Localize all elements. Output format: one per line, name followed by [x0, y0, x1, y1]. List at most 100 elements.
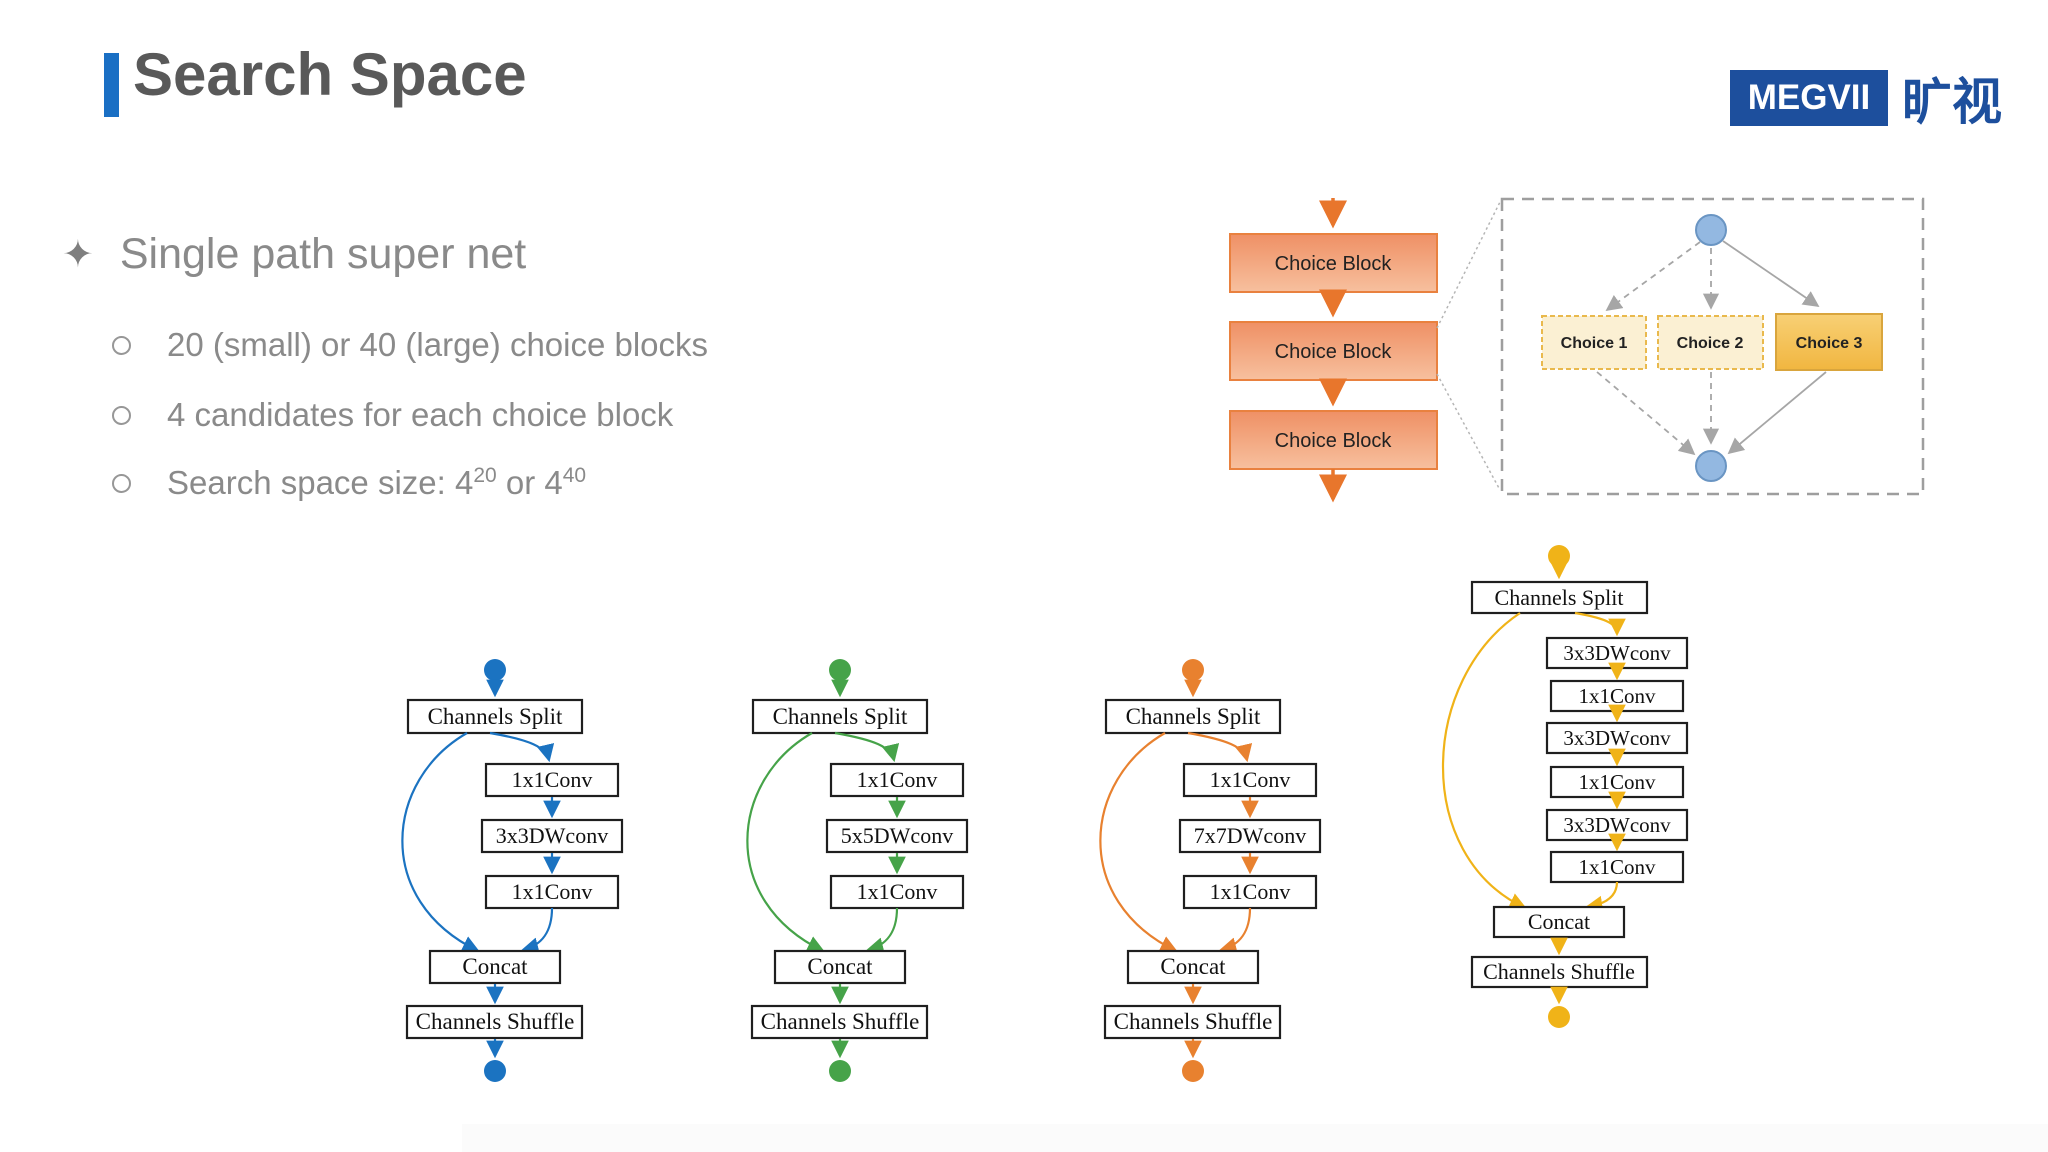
concat-box [773, 949, 907, 985]
op-label: 1x1Conv [1578, 684, 1656, 708]
channels-split-label: Channels Split [428, 704, 563, 729]
choice-3-box-selected [1775, 313, 1883, 371]
page-title: Search Space [133, 41, 527, 108]
op-label: 1x1Conv [1210, 879, 1291, 904]
op-label: 1x1Conv [1578, 770, 1656, 794]
concat-box [1492, 905, 1626, 939]
op-box [1182, 762, 1318, 798]
op-label: 1x1Conv [512, 767, 593, 792]
concat-label: Concat [807, 954, 873, 979]
channels-split-box [1104, 698, 1282, 735]
title-accent-bar [104, 53, 119, 117]
choice-block-diagram-7x7: Channels Split 1x1Conv 7x7DWconv 1x1Conv… [1099, 659, 1322, 1082]
op-label: 1x1Conv [512, 879, 593, 904]
bullet-sub3-text: Search space size: 420 or 440 [167, 464, 586, 502]
arrow-to-choice-3 [1722, 240, 1820, 308]
circle-bullet-icon [112, 473, 131, 493]
op-box [825, 818, 969, 854]
choice-2-label: Choice 2 [1677, 335, 1744, 352]
bullet-choice-blocks-count: 20 (small) or 40 (large) choice blocks [112, 326, 708, 364]
sub3-mid: or 4 [496, 464, 563, 501]
diamond-bullet-icon: ✦ [62, 234, 94, 276]
output-node [829, 1060, 851, 1082]
circle-bullet-icon [112, 405, 131, 425]
channels-shuffle-box [1103, 1004, 1282, 1040]
output-node [1548, 1006, 1570, 1028]
concat-label: Concat [1528, 909, 1590, 934]
choice-block-2-label: Choice Block [1275, 341, 1393, 363]
expansion-connector-bottom [1436, 373, 1501, 491]
op-label: 3x3DWconv [1563, 813, 1671, 837]
op-label: 1x1Conv [857, 767, 938, 792]
megvii-logo: MEGVII 旷视 [1730, 62, 2002, 134]
edge [1187, 731, 1253, 763]
choice-block-3-label: Choice Block [1275, 430, 1393, 452]
op-box [829, 762, 965, 798]
op-box [480, 818, 624, 854]
bypass-edge [401, 732, 480, 953]
concat-box [1126, 949, 1260, 985]
sub3-exponent-20: 20 [473, 464, 497, 487]
op-label: 3x3DWconv [496, 823, 608, 848]
edge [520, 907, 554, 955]
arrow-choice-1-out [1596, 371, 1696, 456]
megvii-logo-box: MEGVII [1730, 70, 1888, 126]
choice-block-3 [1229, 410, 1438, 470]
channels-shuffle-label: Channels Shuffle [1114, 1009, 1273, 1034]
op-box [484, 762, 620, 798]
bullet-sub1-text: 20 (small) or 40 (large) choice blocks [167, 326, 709, 363]
arrow-choice-3-out [1727, 371, 1827, 455]
op-label: 7x7DWconv [1194, 823, 1306, 848]
bullet-main-text: Single path super net [119, 230, 527, 278]
channels-shuffle-label: Channels Shuffle [1483, 959, 1635, 984]
choice-block-diagram-3x3: Channels Split 1x1Conv 3x3DWconv 1x1Conv… [401, 659, 624, 1082]
sub3-exponent-40: 40 [562, 464, 587, 487]
edge [834, 731, 900, 763]
input-node [829, 659, 851, 681]
choice-3-label: Choice 3 [1796, 335, 1863, 352]
footer-shade [462, 1124, 2048, 1152]
channels-split-box [1470, 580, 1649, 615]
concat-box [428, 949, 562, 985]
bypass-edge [1099, 732, 1178, 953]
bullet-search-space-size: Search space size: 420 or 440 [112, 464, 586, 502]
channels-shuffle-box [1470, 955, 1649, 989]
channels-split-label: Channels Split [1495, 585, 1624, 610]
channels-split-label: Channels Split [1126, 704, 1261, 729]
op-label: 1x1Conv [1578, 855, 1656, 879]
bullet-candidates-count: 4 candidates for each choice block [112, 396, 673, 434]
output-node [1695, 450, 1727, 482]
edge [1218, 907, 1252, 955]
op-label: 1x1Conv [1210, 767, 1291, 792]
choice-2-box [1657, 315, 1764, 370]
output-node [1182, 1060, 1204, 1082]
channels-shuffle-box [750, 1004, 929, 1040]
choice-1-label: Choice 1 [1561, 335, 1628, 352]
circle-bullet-icon [112, 335, 131, 355]
sub3-prefix: Search space size: 4 [167, 464, 474, 501]
edge [865, 907, 899, 955]
arrow-to-choice-1 [1605, 241, 1701, 312]
bullet-single-path-super-net: ✦ Single path super net [62, 230, 526, 279]
op-label: 5x5DWconv [841, 823, 953, 848]
edge [1574, 611, 1626, 637]
expansion-connector-top [1436, 201, 1501, 329]
megvii-wordmark: MEGVII [1747, 78, 1871, 117]
concat-label: Concat [1160, 954, 1226, 979]
channels-shuffle-box [405, 1004, 584, 1040]
op-box [1178, 818, 1322, 854]
choice-1-box [1541, 315, 1647, 370]
choice-block-detail-box [1500, 197, 1925, 496]
choice-block-diagram-xception: Channels Split 3x3DWconv 1x1Conv 3x3DWco… [1442, 545, 1689, 1028]
channels-split-box [751, 698, 929, 735]
choice-block-diagram-5x5: Channels Split 1x1Conv 5x5DWconv 1x1Conv… [746, 659, 969, 1082]
output-node [484, 1060, 506, 1082]
concat-label: Concat [462, 954, 528, 979]
op-label: 3x3DWconv [1563, 726, 1671, 750]
choice-block-1-label: Choice Block [1275, 253, 1393, 275]
input-node [1695, 214, 1727, 246]
channels-split-label: Channels Split [773, 704, 908, 729]
supernet-diagram: Choice Block Choice Block Choice Block C… [1229, 197, 1925, 503]
op-label: 3x3DWconv [1563, 641, 1671, 665]
